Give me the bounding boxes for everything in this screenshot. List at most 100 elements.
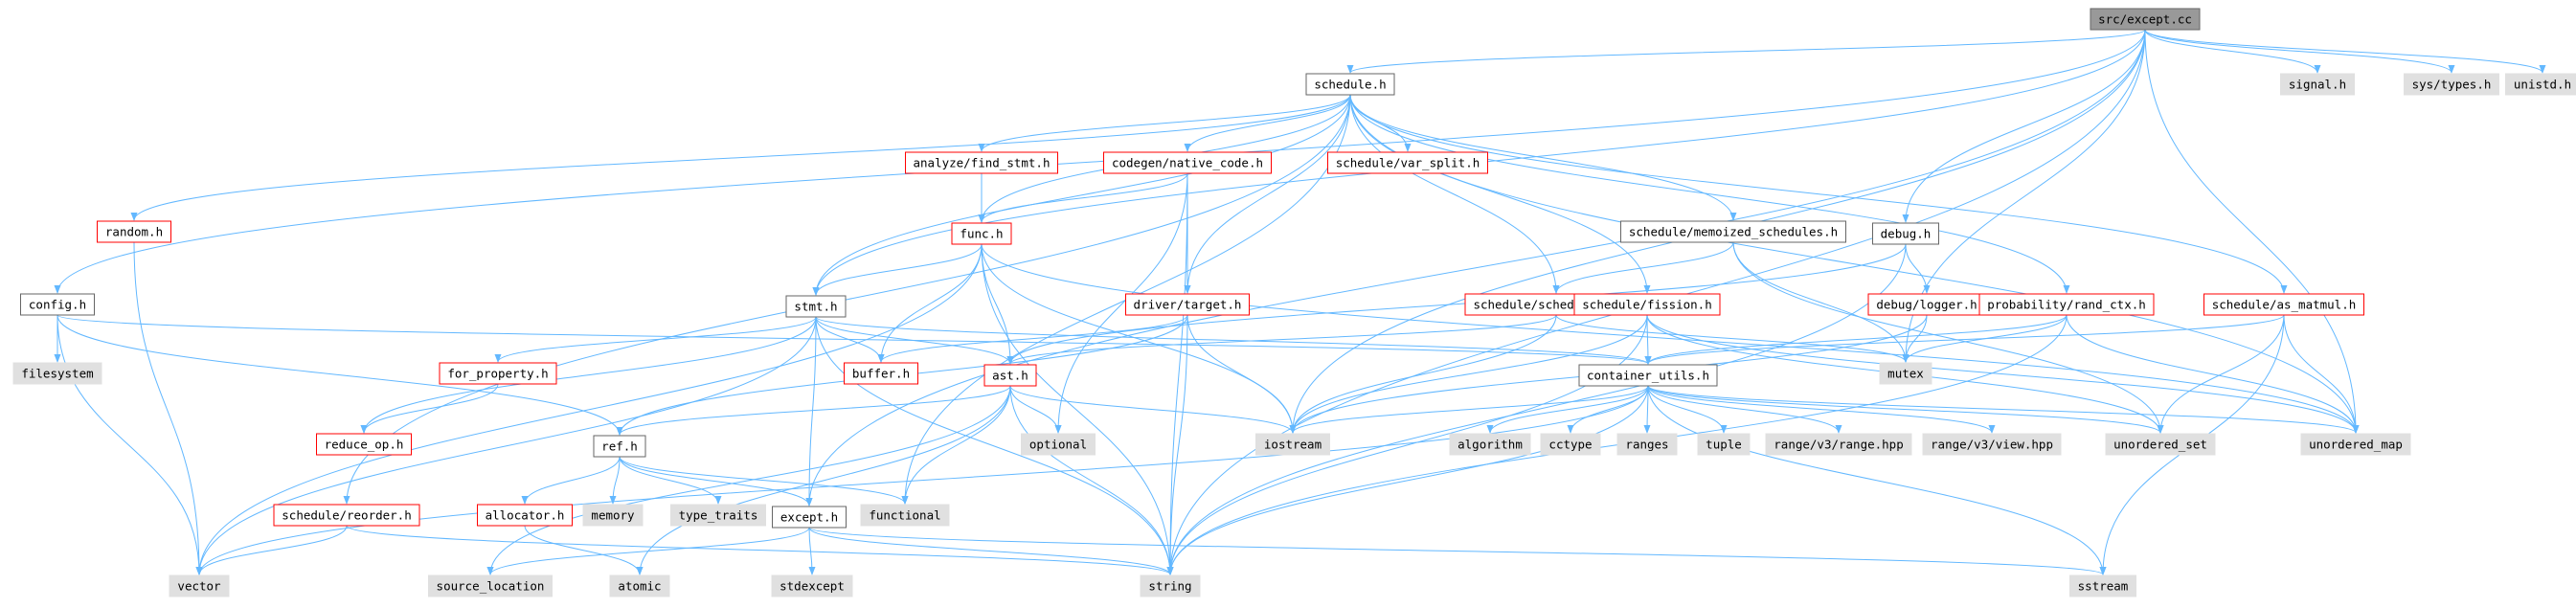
node-reduce-op-h[interactable]: reduce_op.h: [316, 433, 412, 456]
node-allocator-h[interactable]: allocator.h: [477, 504, 573, 527]
node-box: [1305, 73, 1395, 96]
node-box: [316, 433, 412, 456]
node-box: [20, 293, 95, 316]
node-box: [593, 435, 646, 458]
node-schedule-reorder-h[interactable]: schedule/reorder.h: [273, 504, 420, 527]
edge-random-to-vector: [133, 241, 203, 575]
edge-driver-to-buffer: [877, 314, 1188, 363]
node-label: random.h: [105, 225, 163, 239]
node-label: vector: [177, 579, 221, 594]
edge-fission-to-umap: [1646, 314, 2360, 434]
node-schedule-var-split-h[interactable]: schedule/var_split.h: [1327, 151, 1488, 174]
edge-ast-to-iostream: [1009, 385, 1297, 434]
node-label: for_property.h: [447, 367, 548, 381]
node-box: [169, 574, 230, 597]
edge-schedule-to-driver: [1184, 94, 1351, 294]
node-box: [477, 504, 573, 527]
edge-stmt-to-except: [805, 316, 817, 507]
node-random-h[interactable]: random.h: [97, 220, 171, 243]
node-sys-types-h: sys/types.h: [2404, 73, 2499, 96]
node-for-property-h[interactable]: for_property.h: [439, 362, 557, 385]
edge-root-to-debug: [1902, 29, 2146, 223]
node-box: [772, 506, 847, 529]
edge-schedlog-to-ast: [1006, 314, 1557, 365]
node-label: unordered_map: [2309, 438, 2403, 452]
node-functional: functional: [860, 504, 950, 527]
edge-except-to-stdexcept: [808, 527, 816, 575]
node-unistd-h: unistd.h: [2505, 73, 2576, 96]
node-tuple: tuple: [1697, 433, 1751, 456]
node-probability-rand-ctx-h[interactable]: probability/rand_ctx.h: [1978, 293, 2155, 316]
edge-config-to-container: [56, 314, 1651, 365]
edge-stmt-to-string: [815, 316, 1174, 575]
edge-schedule-to-fission: [1349, 94, 1651, 294]
edge-fission-to-string: [1166, 314, 1648, 575]
edge-schedule-to-prob: [1349, 94, 2070, 294]
edge-schedlog-to-mutex: [1555, 314, 1909, 363]
node-label: stmt.h: [794, 300, 837, 314]
node-string: string: [1140, 574, 1201, 597]
node-schedule-h[interactable]: schedule.h: [1305, 73, 1395, 96]
node-analyze-find-stmt-h[interactable]: analyze/find_stmt.h: [905, 151, 1058, 174]
node-box: [97, 220, 171, 243]
node-filesystem: filesystem: [12, 362, 102, 385]
node-box: [2069, 574, 2136, 597]
node-schedule-as-matmul-h[interactable]: schedule/as_matmul.h: [2203, 293, 2364, 316]
node-codegen-native-code-h[interactable]: codegen/native_code.h: [1103, 151, 1272, 174]
edge-ref-to-allocator: [521, 456, 621, 505]
node-box: [1103, 151, 1272, 174]
edge-container-to-viewhpp: [1647, 385, 1996, 434]
node-label: stdexcept: [780, 579, 845, 594]
edge-root-to-umap: [2144, 29, 2360, 434]
node-func-h[interactable]: func.h: [951, 222, 1012, 245]
edge-container-to-ranges: [1643, 385, 1651, 434]
edge-driver-to-iostream: [1186, 314, 1297, 434]
node-box: [1573, 293, 1721, 316]
node-buffer-h[interactable]: buffer.h: [844, 362, 918, 385]
node-box: [1327, 151, 1488, 174]
edge-schedule-to-stmt: [812, 94, 1351, 296]
node-label: container_utils.h: [1587, 369, 1709, 383]
node-label: schedule.h: [1314, 78, 1386, 92]
edge-root-to-unistd: [2144, 29, 2546, 74]
edge-codegen-to-optional: [1054, 172, 1188, 434]
node-except-h[interactable]: except.h: [772, 506, 847, 529]
edge-func-to-stmt: [812, 243, 983, 296]
node-box: [905, 151, 1058, 174]
node-label: src/except.cc: [2098, 12, 2192, 27]
edge-config-to-ref: [56, 314, 623, 436]
node-ranges: ranges: [1616, 433, 1678, 456]
node-stmt-h[interactable]: stmt.h: [785, 295, 847, 318]
edge-func-to-iostream: [981, 243, 1297, 434]
node-schedule-fission-h[interactable]: schedule/fission.h: [1573, 293, 1721, 316]
node-container-utils-h[interactable]: container_utils.h: [1578, 364, 1718, 387]
node-src-except-cc: src/except.cc: [2090, 8, 2201, 31]
node-cctype: cctype: [1540, 433, 1601, 456]
node-signal-h: signal.h: [2280, 73, 2355, 96]
node-label: schedule/var_split.h: [1336, 156, 1480, 170]
node-ref-h[interactable]: ref.h: [593, 435, 646, 458]
node-schedule-memoized-schedules-h[interactable]: schedule/memoized_schedules.h: [1620, 220, 1846, 243]
node-label: unordered_set: [2113, 438, 2207, 452]
node-debug-logger-h[interactable]: debug/logger.h: [1867, 293, 1986, 316]
node-box: [771, 574, 853, 597]
node-label: cctype: [1548, 438, 1592, 452]
edge-forprop-to-reduceop: [360, 383, 499, 434]
node-ast-h[interactable]: ast.h: [983, 364, 1037, 387]
edge-memo-to-mutex: [1732, 241, 1909, 363]
node-label: filesystem: [21, 367, 93, 381]
edge-driver-to-string: [1166, 314, 1188, 575]
edge-ref-to-typetraits: [619, 456, 722, 505]
node-box: [428, 574, 553, 597]
node-range-v3-view-hpp: range/v3/view.hpp: [1922, 433, 2062, 456]
edge-ast-to-ref: [616, 385, 1011, 436]
edge-schedule-to-reorder: [343, 94, 1351, 505]
node-driver-target-h[interactable]: driver/target.h: [1125, 293, 1250, 316]
node-config-h[interactable]: config.h: [20, 293, 95, 316]
node-box: [1540, 433, 1601, 456]
node-debug-h[interactable]: debug.h: [1872, 222, 1939, 245]
node-label: memory: [591, 508, 635, 523]
node-box: [1697, 433, 1751, 456]
nodes-layer: src/except.cc schedule.h signal.h sys/types…: [12, 8, 2576, 597]
node-label: signal.h: [2289, 78, 2346, 92]
